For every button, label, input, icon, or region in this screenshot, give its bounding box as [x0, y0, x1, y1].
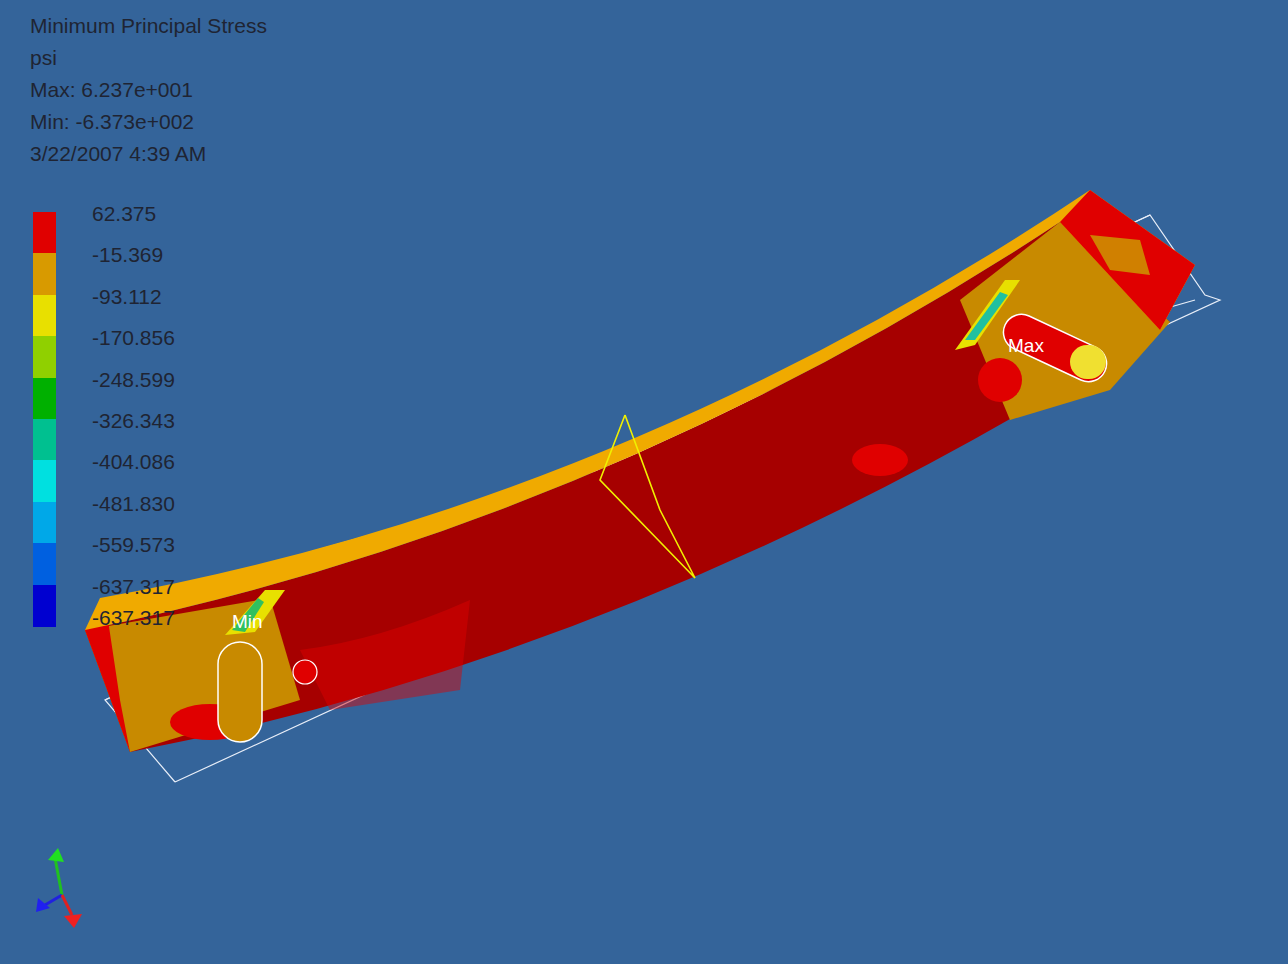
- slot-end: [1070, 345, 1106, 379]
- hole: [293, 660, 317, 684]
- scale-value: 62.375: [92, 202, 156, 226]
- min-marker: Min: [232, 610, 263, 634]
- color-swatch: [33, 212, 56, 254]
- color-swatch: [33, 336, 56, 378]
- max-value: Max: 6.237e+001: [30, 78, 193, 102]
- slot: [218, 642, 262, 742]
- right-top-patch: [1090, 235, 1150, 275]
- color-swatch: [33, 295, 56, 337]
- color-swatch: [33, 378, 56, 420]
- max-marker: Max: [1008, 334, 1044, 358]
- scale-value: -15.369: [92, 243, 163, 267]
- color-swatch: [33, 585, 56, 627]
- scale-value: -326.343: [92, 409, 175, 433]
- scale-value: -248.599: [92, 368, 175, 392]
- stress-patch: [978, 358, 1022, 402]
- unit-label: psi: [30, 46, 57, 70]
- stress-patch: [300, 600, 470, 710]
- beam-top: [85, 190, 1195, 630]
- color-swatch: [33, 253, 56, 295]
- plot-title: Minimum Principal Stress: [30, 14, 267, 38]
- scale-value: -637.317: [92, 575, 175, 599]
- right-top-red: [1060, 190, 1195, 330]
- stress-spot: [965, 292, 1008, 340]
- beam-side: [85, 222, 1170, 752]
- color-swatch: [33, 543, 56, 585]
- axis-triad: [36, 848, 82, 928]
- stress-spot: [225, 590, 285, 635]
- scale-value: -559.573: [92, 533, 175, 557]
- color-swatch: [33, 460, 56, 502]
- date-stamp: 3/22/2007 4:39 AM: [30, 142, 206, 166]
- left-end: [85, 598, 300, 752]
- min-value: Min: -6.373e+002: [30, 110, 194, 134]
- color-swatch: [33, 502, 56, 544]
- color-swatch: [33, 419, 56, 461]
- scale-value: -170.856: [92, 326, 175, 350]
- scale-value: -481.830: [92, 492, 175, 516]
- load-symbol: [600, 415, 695, 578]
- scale-value: -637.317: [92, 606, 175, 630]
- scale-value: -404.086: [92, 450, 175, 474]
- slot: [998, 308, 1113, 387]
- stress-patch: [852, 444, 908, 476]
- scale-value: -93.112: [92, 285, 162, 309]
